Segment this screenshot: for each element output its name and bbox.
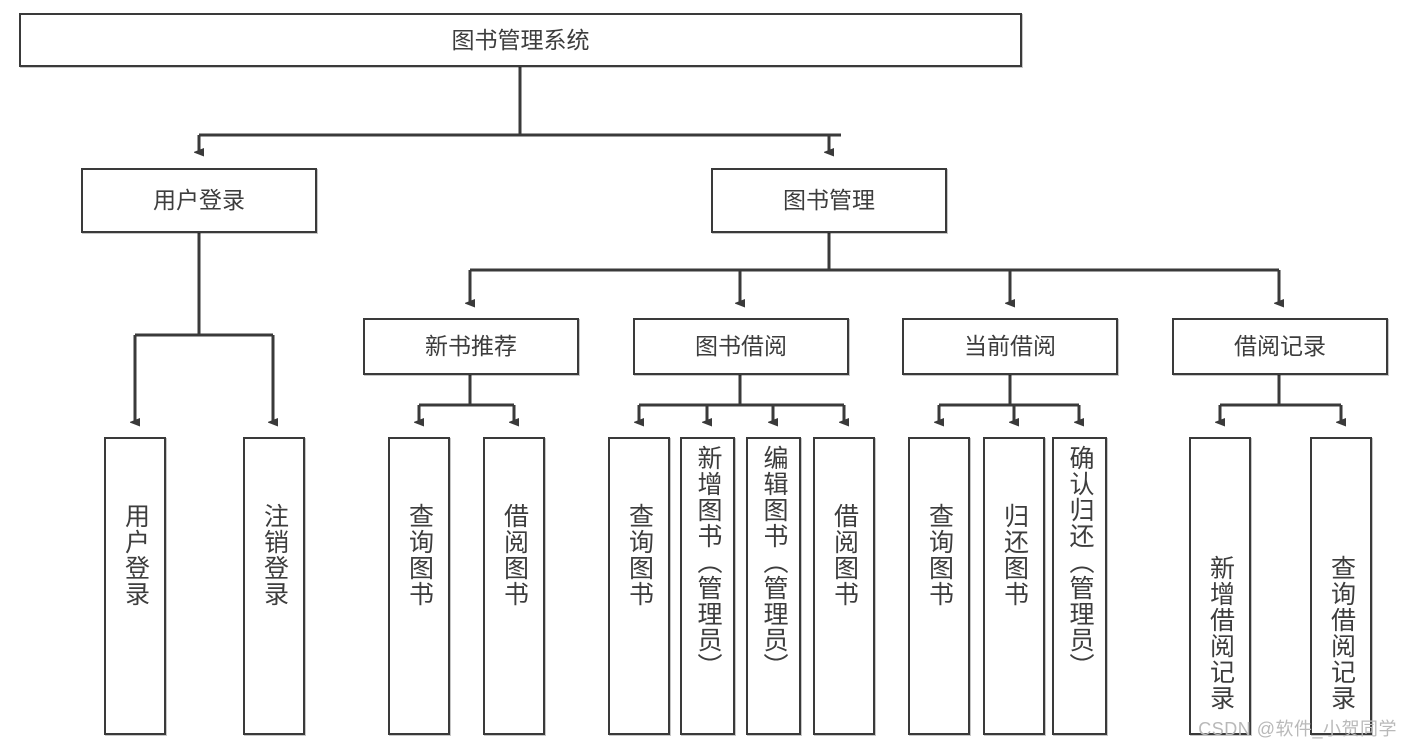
- node-leaf-user-login[interactable]: 用户登录: [104, 437, 166, 735]
- node-leaf-query-book-rec-label: 查询图书: [405, 503, 434, 607]
- node-leaf-logout-label: 注销登录: [260, 503, 289, 607]
- node-new-book-recommendation-label: 新书推荐: [425, 333, 517, 360]
- node-user-login[interactable]: 用户登录: [81, 168, 317, 233]
- node-leaf-query-record[interactable]: 查询借阅记录: [1310, 437, 1372, 735]
- node-leaf-edit-book-label: 编辑图书（管理员）: [760, 445, 788, 679]
- node-leaf-add-book[interactable]: 新增图书（管理员）: [680, 437, 735, 735]
- node-root[interactable]: 图书管理系统: [19, 13, 1022, 67]
- node-book-management[interactable]: 图书管理: [711, 168, 947, 233]
- node-leaf-borrow-book-label: 借阅图书: [830, 503, 859, 607]
- node-leaf-confirm-return-label: 确认归还（管理员）: [1066, 445, 1094, 679]
- node-current-borrow-label: 当前借阅: [964, 333, 1056, 360]
- node-borrow-record-label: 借阅记录: [1234, 333, 1326, 360]
- node-leaf-query-book-label: 查询图书: [625, 503, 654, 607]
- node-leaf-query-book-cur-label: 查询图书: [925, 503, 954, 607]
- node-leaf-edit-book[interactable]: 编辑图书（管理员）: [746, 437, 801, 735]
- node-leaf-borrow-book-rec-label: 借阅图书: [500, 503, 529, 607]
- node-user-login-label: 用户登录: [153, 187, 245, 214]
- node-leaf-query-book-cur[interactable]: 查询图书: [908, 437, 970, 735]
- node-leaf-query-record-label: 查询借阅记录: [1327, 555, 1356, 711]
- node-leaf-return-book-label: 归还图书: [1000, 503, 1029, 607]
- node-leaf-borrow-book-rec[interactable]: 借阅图书: [483, 437, 545, 735]
- watermark: CSDN @软件_小贺同学: [1198, 719, 1397, 739]
- node-leaf-query-book[interactable]: 查询图书: [608, 437, 670, 735]
- node-leaf-query-book-rec[interactable]: 查询图书: [388, 437, 450, 735]
- node-book-borrow-label: 图书借阅: [695, 333, 787, 360]
- node-borrow-record[interactable]: 借阅记录: [1172, 318, 1388, 375]
- node-leaf-confirm-return[interactable]: 确认归还（管理员）: [1052, 437, 1107, 735]
- node-book-management-label: 图书管理: [783, 187, 875, 214]
- node-leaf-add-record[interactable]: 新增借阅记录: [1189, 437, 1251, 735]
- node-leaf-logout[interactable]: 注销登录: [243, 437, 305, 735]
- node-new-book-recommendation[interactable]: 新书推荐: [363, 318, 579, 375]
- node-leaf-add-book-label: 新增图书（管理员）: [694, 445, 722, 679]
- node-leaf-add-record-label: 新增借阅记录: [1206, 555, 1235, 711]
- node-leaf-user-login-label: 用户登录: [121, 503, 150, 607]
- node-leaf-return-book[interactable]: 归还图书: [983, 437, 1045, 735]
- node-book-borrow[interactable]: 图书借阅: [633, 318, 849, 375]
- node-leaf-borrow-book[interactable]: 借阅图书: [813, 437, 875, 735]
- node-current-borrow[interactable]: 当前借阅: [902, 318, 1118, 375]
- node-root-label: 图书管理系统: [451, 26, 590, 53]
